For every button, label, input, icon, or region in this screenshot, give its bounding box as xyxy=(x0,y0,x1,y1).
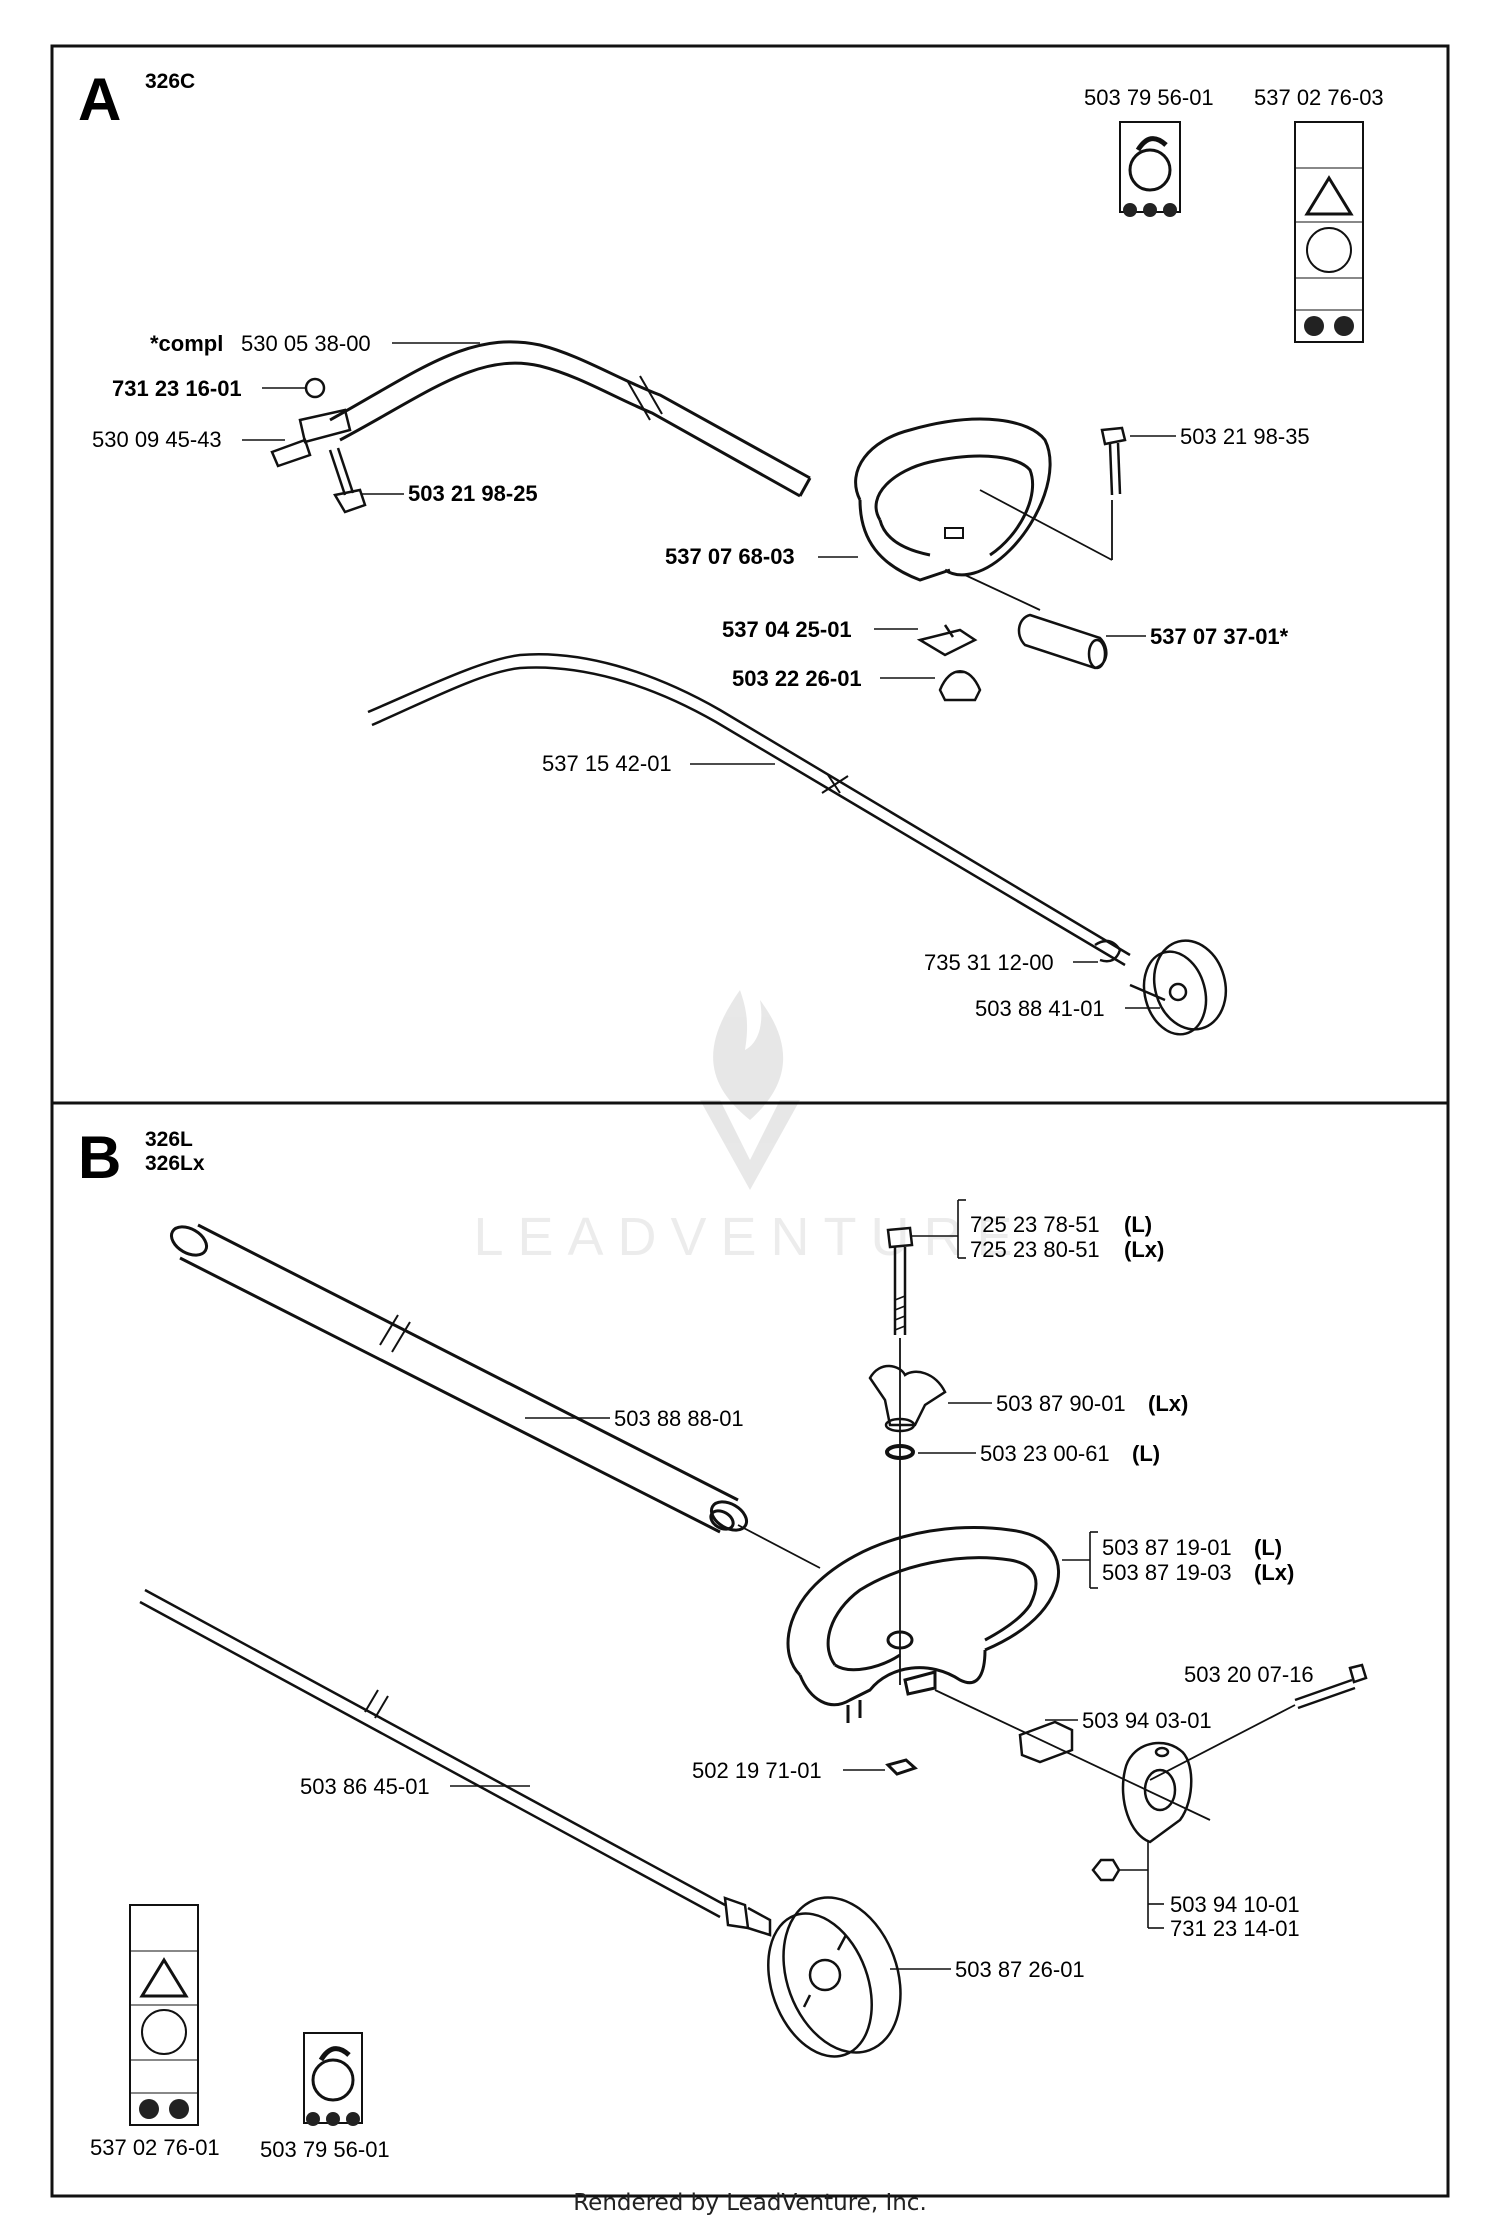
label-503871901-suffix: (L) xyxy=(1254,1535,1282,1560)
label-537027601: 537 02 76-01 xyxy=(90,2135,220,2160)
label-537076803: 537 07 68-03 xyxy=(665,544,795,569)
loop-handle-b xyxy=(786,1526,1060,1723)
nut-icon-731231401 xyxy=(1091,1858,1121,1882)
assembly-line-a1 xyxy=(979,489,1113,561)
label-compl-prefix: *compl xyxy=(150,331,223,356)
flex-shaft-a xyxy=(367,653,1131,967)
label-decal-503795601: 503 79 56-01 xyxy=(1084,85,1214,110)
screw-icon-503200716 xyxy=(1294,1663,1368,1710)
assembly-line-b3 xyxy=(934,1689,1211,1821)
clamp-assembly-a xyxy=(270,377,367,514)
decal-icon-503795601-b xyxy=(303,2032,363,2126)
washer-icon-503230061 xyxy=(885,1444,915,1460)
label-537154201: 537 15 42-01 xyxy=(542,751,672,776)
label-503940301: 503 94 03-01 xyxy=(1082,1708,1212,1733)
label-503864501: 503 86 45-01 xyxy=(300,1774,430,1799)
label-725238051-suffix: (Lx) xyxy=(1124,1237,1164,1262)
bracket-lines-725 xyxy=(912,1199,966,1259)
label-503219825: 503 21 98-25 xyxy=(408,481,538,506)
label-725237851-suffix: (L) xyxy=(1124,1212,1152,1237)
bolt-icon-725237851 xyxy=(886,1226,914,1335)
label-503879001-suffix: (Lx) xyxy=(1148,1391,1188,1416)
nut-icon-502197101 xyxy=(885,1758,918,1776)
label-731231401: 731 23 14-01 xyxy=(1170,1916,1300,1941)
decal-icon-503795601 xyxy=(1119,121,1181,217)
flex-shaft-b xyxy=(139,1588,772,1937)
label-731231601: 731 23 16-01 xyxy=(112,376,242,401)
assembly-line-a3 xyxy=(964,574,1041,611)
loop-handle-a xyxy=(854,417,1052,582)
diagram-frame xyxy=(50,44,1450,2198)
label-decal-537027603: 537 02 76-03 xyxy=(1254,85,1384,110)
label-compl-530053800: 530 05 38-00 xyxy=(241,331,371,356)
label-537073701: 537 07 37-01* xyxy=(1150,624,1289,649)
label-503884101: 503 88 41-01 xyxy=(975,996,1105,1021)
section-a-letter: A xyxy=(78,66,121,133)
label-503879001: 503 87 90-01 xyxy=(996,1391,1126,1416)
screw-icon-503219835 xyxy=(1100,426,1127,496)
wing-knob-icon-503879001 xyxy=(868,1364,947,1433)
assembly-line-b1 xyxy=(737,1524,821,1569)
label-735311200: 735 31 12-00 xyxy=(924,950,1054,975)
clutch-drum-icon-503884101 xyxy=(1129,939,1228,1036)
label-503871903-suffix: (Lx) xyxy=(1254,1560,1294,1585)
label-503230061: 503 23 00-61 xyxy=(980,1441,1110,1466)
bracket-lines-503941 xyxy=(1120,1842,1164,1929)
label-725238051: 725 23 80-51 xyxy=(970,1237,1100,1262)
label-725237851: 725 23 78-51 xyxy=(970,1212,1100,1237)
label-503222601: 503 22 26-01 xyxy=(732,666,862,691)
section-b-model-1: 326L xyxy=(145,1128,193,1151)
assembly-line-b4 xyxy=(1149,1704,1296,1781)
drive-tube-a xyxy=(329,340,812,498)
label-530094543: 530 09 45-43 xyxy=(92,427,222,452)
bracket-lines-503871 xyxy=(1062,1531,1098,1589)
spacer-icon-537073701 xyxy=(1017,613,1108,670)
clutch-drum-icon-503872601 xyxy=(767,1896,902,2058)
decal-icon-537027601 xyxy=(129,1904,199,2126)
bracket-icon-503941001 xyxy=(1121,1741,1193,1844)
label-503872601: 503 87 26-01 xyxy=(955,1957,1085,1982)
label-503795601-b: 503 79 56-01 xyxy=(260,2137,390,2162)
label-503219835: 503 21 98-35 xyxy=(1180,424,1310,449)
decal-icon-537027603 xyxy=(1294,121,1364,343)
label-537042501: 537 04 25-01 xyxy=(722,617,852,642)
section-a-model: 326C xyxy=(145,70,195,93)
label-503200716: 503 20 07-16 xyxy=(1184,1662,1314,1687)
label-503871901: 503 87 19-01 xyxy=(1102,1535,1232,1560)
watermark-text: LEADVENTURE xyxy=(473,1207,1026,1267)
clamp-icon-503940301 xyxy=(1018,1720,1074,1764)
ring-icon-735311200 xyxy=(1094,939,1122,963)
label-503888801: 503 88 88-01 xyxy=(614,1406,744,1431)
section-b-model-2: 326Lx xyxy=(145,1152,205,1175)
section-b-letter: B xyxy=(78,1124,121,1191)
footer-credit: Rendered by LeadVenture, Inc. xyxy=(573,2190,927,2216)
label-503871903: 503 87 19-03 xyxy=(1102,1560,1232,1585)
label-502197101: 502 19 71-01 xyxy=(692,1758,822,1783)
knob-icon-503222601 xyxy=(938,670,982,702)
drive-tube-b xyxy=(169,1223,749,1534)
watermark-logo xyxy=(700,990,800,1190)
label-503941001: 503 94 10-01 xyxy=(1170,1892,1300,1917)
plate-icon-537042501 xyxy=(916,624,978,657)
label-503230061-suffix: (L) xyxy=(1132,1441,1160,1466)
